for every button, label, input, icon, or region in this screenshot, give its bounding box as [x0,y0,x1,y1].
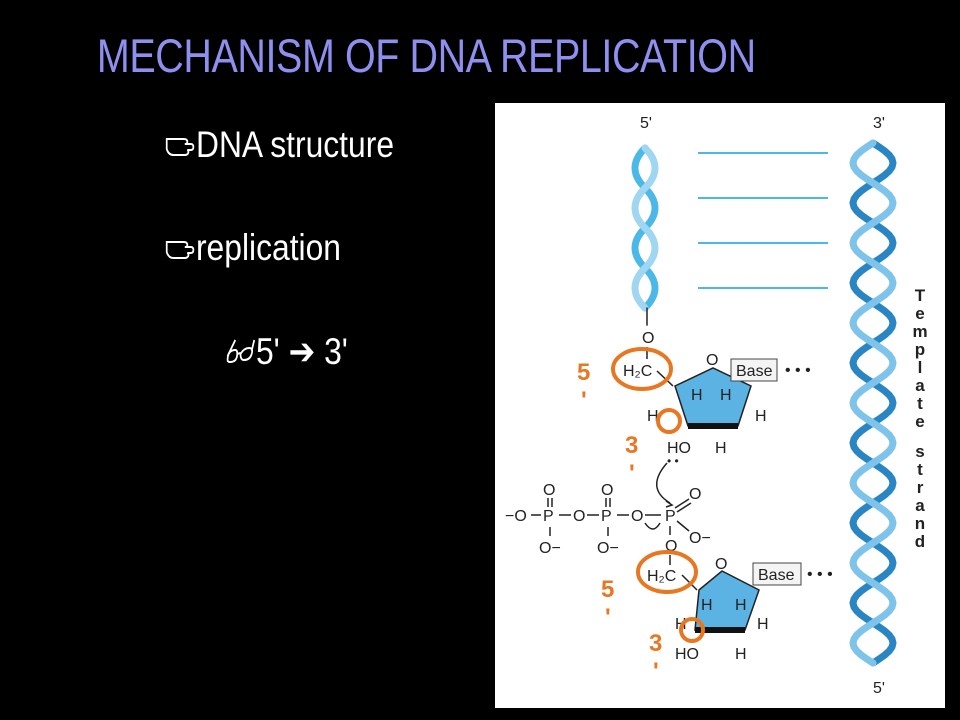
template-letter: m [912,322,927,341]
template-letter: t [917,460,923,479]
lower-base-label: Base [758,567,795,584]
upper-nucleotide: O H₂C O H H H H HO H Base • • • • • [623,330,811,468]
svg-text:H: H [691,387,703,404]
svg-text:O−: O− [689,530,711,547]
svg-text:• • •: • • • [785,362,811,379]
lower-5prime-circle [636,550,698,594]
pointing-hand-icon [165,241,195,259]
svg-text:O: O [706,352,718,369]
svg-text:O: O [543,482,555,499]
template-letter: t [917,394,923,413]
bullet-text: replication [195,227,342,268]
pointing-hand-icon [165,138,195,156]
template-letter: e [915,304,924,323]
svg-text:P: P [665,508,676,525]
right-helix [849,139,897,667]
upper-5-label: 5 [577,359,590,386]
lower-3-label: 3 [649,630,662,657]
svg-text:HO: HO [667,440,691,457]
svg-text:H: H [755,408,767,425]
svg-text:O: O [573,508,585,525]
left-helix [631,144,659,326]
svg-text:H: H [715,440,727,457]
svg-text:O−: O− [597,540,619,557]
bullet-text: DNA structure [195,124,395,165]
right-strand-bottom-label: 5' [873,680,885,697]
left-strand-top-label: 5' [640,115,652,132]
svg-text:H: H [735,646,747,663]
svg-text:H: H [735,597,747,614]
bullet-text: 5' ➔ 3' [255,331,348,372]
template-letter: d [915,532,925,551]
template-letter: e [915,412,924,431]
svg-text:H: H [647,408,659,425]
lower-3-prime: ' [653,658,659,685]
base-pair-lines [698,152,828,289]
lower-h2c: H₂C [647,568,676,585]
template-letter: T [915,286,926,305]
template-letter: r [917,478,924,497]
svg-text:O: O [689,486,701,503]
svg-text:H: H [757,616,769,633]
bullet-dna-structure: DNA structure [165,124,394,166]
svg-text:O−: O− [539,540,561,557]
upper-5-prime: ' [581,387,587,414]
orange-highlights [611,347,705,643]
template-letter: a [915,376,925,395]
template-letter: a [915,496,925,515]
upper-h2c: H₂C [623,363,652,380]
lower-nucleotide: H₂C O H H H H HO H Base • • • [647,556,833,663]
svg-text:H: H [720,387,732,404]
template-letter: p [915,340,925,359]
svg-text:P: P [543,508,554,525]
bullet-replication: replication [165,227,341,269]
svg-text:• •: • • [667,454,679,468]
triphosphate: −O P O O− O P O O− O P O O− [505,462,711,565]
glasses-icon [226,339,256,364]
svg-text:O: O [715,556,727,573]
svg-text:H: H [701,597,713,614]
right-strand-top-label: 3' [873,115,885,132]
lower-5-label: 5 [601,576,614,603]
lower-3prime-circle [679,617,705,643]
svg-text:O: O [631,508,643,525]
upper-3-label: 3 [625,432,638,459]
slide-title: MECHANISM OF DNA REPLICATION [96,29,756,82]
template-letter: l [918,358,923,377]
svg-text:• • •: • • • [807,566,833,583]
template-letter: n [915,514,925,533]
svg-text:−O: −O [505,508,527,525]
lower-5-prime: ' [605,604,611,631]
svg-text:P: P [601,508,612,525]
bullet-direction: 5' ➔ 3' [225,330,348,373]
upper-base-label: Base [736,363,773,380]
upper-5prime-circle [611,347,673,391]
template-letter: s [915,442,924,461]
svg-text:O: O [642,330,654,347]
upper-3prime-circle [656,408,682,434]
svg-text:O: O [601,482,613,499]
upper-3-prime: ' [629,460,635,487]
svg-text:HO: HO [675,646,699,663]
